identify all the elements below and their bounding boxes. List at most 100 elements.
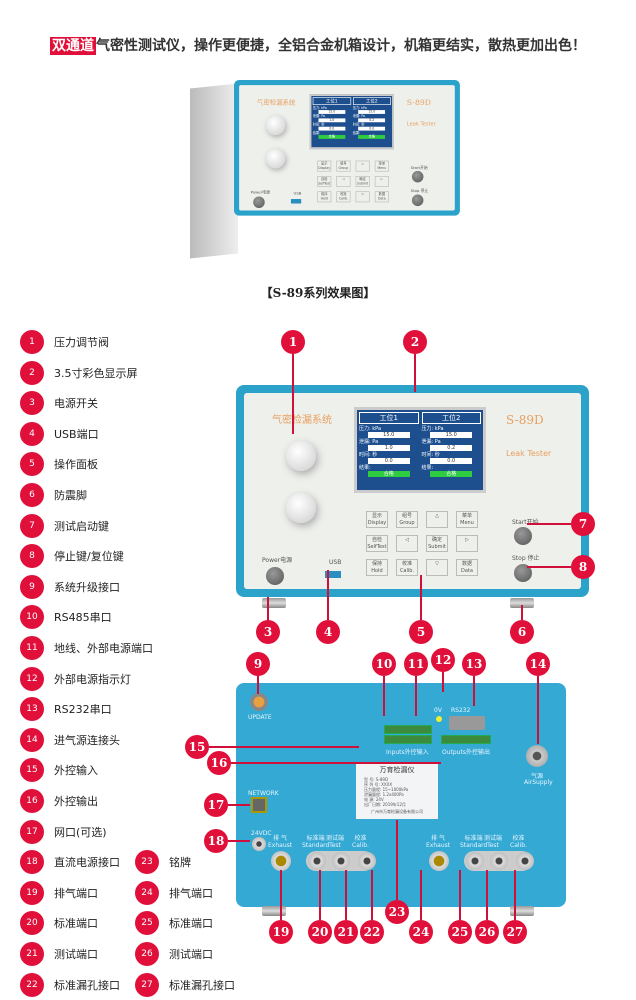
- callout-number: 20: [20, 911, 44, 936]
- calib-port[interactable]: [516, 852, 534, 870]
- key-arrow[interactable]: △: [426, 511, 448, 528]
- key-label-en: Calib.: [338, 197, 348, 201]
- key-label-en: Calib.: [399, 568, 415, 574]
- field-label: 压力: kPa: [359, 426, 382, 432]
- standard-port[interactable]: [466, 852, 484, 870]
- key-label: 显示: [321, 161, 328, 166]
- legend-label: 压力调节阀: [54, 336, 109, 349]
- pressure-valve-knob[interactable]: [266, 149, 286, 169]
- field-label: 压力: kPa: [352, 106, 367, 111]
- key-label: 确定: [431, 537, 442, 543]
- leader-line: [420, 870, 422, 920]
- usb-port[interactable]: [290, 199, 302, 204]
- start-button[interactable]: [411, 170, 424, 183]
- callout-17: 17: [204, 793, 228, 817]
- key-arrow[interactable]: ◁: [396, 535, 418, 552]
- key-arrow[interactable]: ▷: [374, 176, 389, 187]
- input-terminal[interactable]: [384, 725, 432, 734]
- key-label-en: Menu: [460, 520, 474, 526]
- pressure-valve-knob[interactable]: [266, 115, 286, 136]
- callout-number: 3: [20, 391, 44, 416]
- field-label: 泄漏: Pa: [312, 114, 325, 119]
- network-port[interactable]: [251, 797, 267, 813]
- callout-18: 18: [204, 829, 228, 853]
- key-label: ▽: [361, 192, 364, 197]
- foot: [262, 598, 286, 608]
- rs232-label: RS232: [451, 707, 471, 714]
- callout-23: 23: [385, 900, 409, 924]
- pressure-valve-knob[interactable]: [286, 441, 316, 471]
- key-arrow[interactable]: ◁: [336, 176, 351, 187]
- key-arrow[interactable]: △: [355, 160, 370, 172]
- callout-number: 6: [20, 483, 44, 507]
- key-arrow[interactable]: ▷: [456, 535, 478, 552]
- callout-number: 7: [20, 513, 44, 538]
- usb-port[interactable]: [325, 571, 341, 578]
- usb-label: USB: [293, 191, 302, 196]
- callout-number: 17: [20, 819, 44, 844]
- output-terminal[interactable]: [441, 735, 491, 744]
- legend-label: 防震脚: [54, 489, 87, 502]
- stop-button[interactable]: [411, 194, 424, 207]
- dc-power-port[interactable]: [252, 837, 266, 851]
- key-arrow[interactable]: ▽: [426, 559, 448, 576]
- exhaust-port[interactable]: [429, 851, 449, 871]
- update-port[interactable]: [250, 693, 268, 711]
- leak-value: 1.0: [318, 118, 346, 123]
- air-supply-connector[interactable]: [526, 745, 548, 767]
- power-switch[interactable]: [253, 196, 265, 208]
- key-label: 组号: [340, 161, 347, 166]
- legend-label: 地线、外部电源端口: [54, 642, 153, 655]
- power-switch[interactable]: [266, 567, 284, 585]
- callout-9: 9: [246, 652, 270, 676]
- leader-line: [537, 676, 539, 744]
- legend-label: 标准漏孔接口: [169, 978, 235, 992]
- exhaust-port[interactable]: [271, 851, 291, 871]
- rs232-port[interactable]: [449, 716, 485, 730]
- key-label: 确定: [359, 177, 366, 182]
- inputs-label: Inputs外控输入: [386, 749, 429, 756]
- test-port[interactable]: [490, 852, 508, 870]
- pressure-valve-knob[interactable]: [286, 493, 316, 523]
- input-terminal[interactable]: [384, 735, 432, 744]
- callout-11: 11: [404, 652, 428, 676]
- legend-label: 测试端口: [169, 948, 213, 961]
- test-port[interactable]: [332, 852, 350, 870]
- standard-port[interactable]: [308, 852, 326, 870]
- start-label: Start开始: [410, 165, 428, 171]
- callout-number: 13: [20, 697, 44, 722]
- calib-port[interactable]: [358, 852, 376, 870]
- stop-button[interactable]: [514, 564, 532, 582]
- key-label: 自检: [371, 537, 382, 543]
- leak-value: 1.0: [367, 445, 410, 451]
- callout-5: 5: [409, 620, 433, 644]
- start-button[interactable]: [514, 527, 532, 545]
- key-arrow[interactable]: ▽: [355, 191, 370, 203]
- legend-label: 停止键/复位键: [54, 550, 124, 564]
- callout-15: 15: [185, 735, 209, 759]
